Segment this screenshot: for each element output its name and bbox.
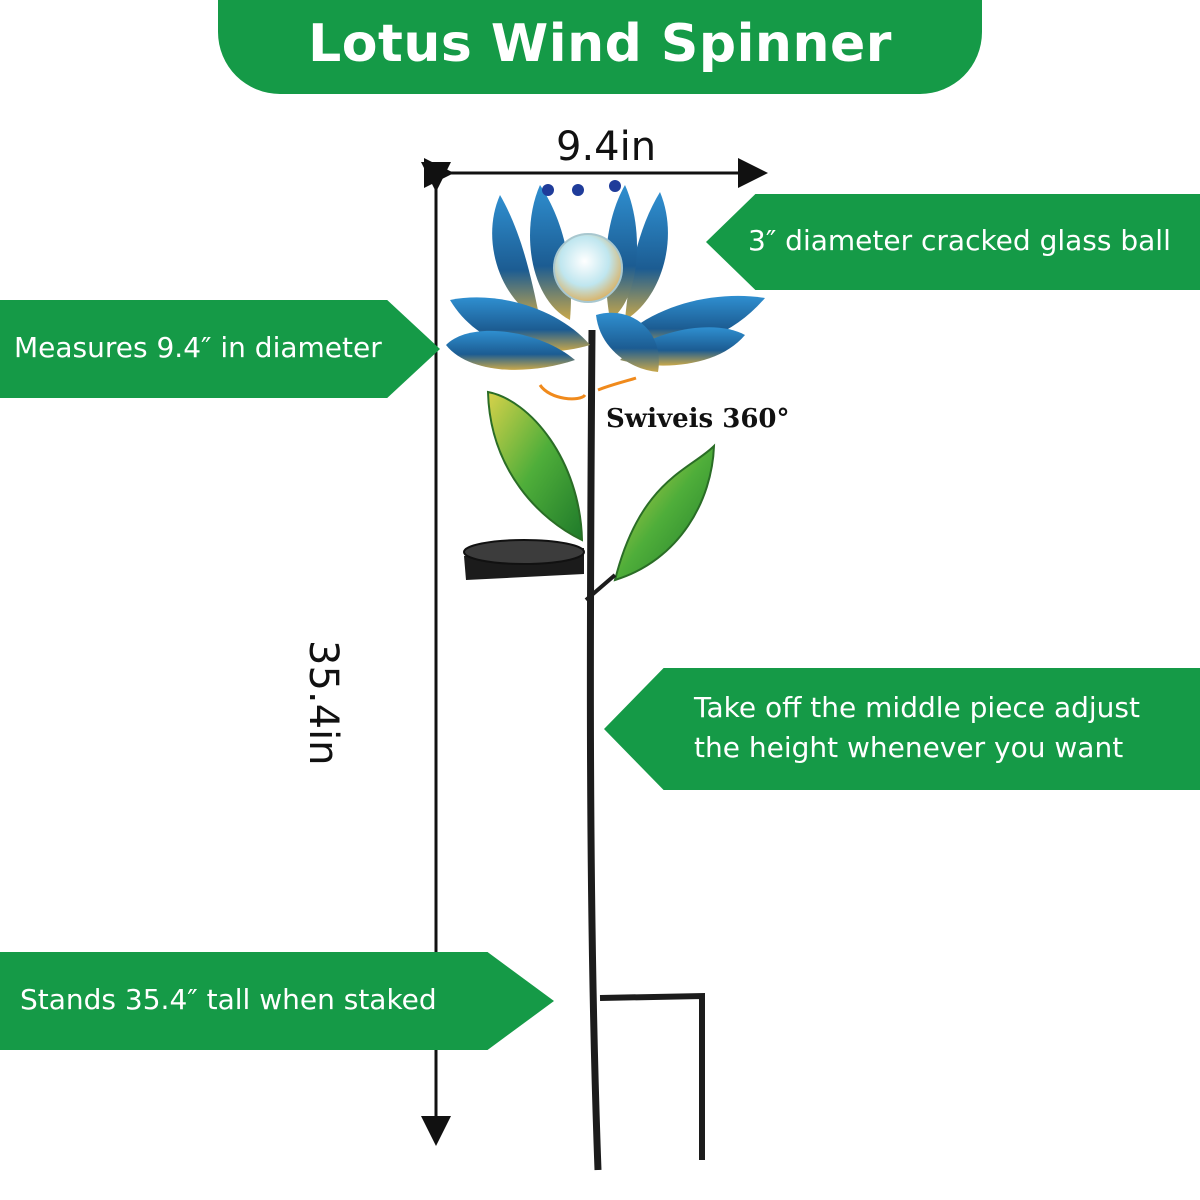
product-title: Lotus Wind Spinner	[308, 14, 892, 74]
callout-height: Stands 35.4″ tall when staked	[0, 952, 554, 1050]
stem	[586, 329, 602, 1171]
ground-stake	[599, 992, 705, 1160]
solar-panel	[463, 539, 585, 580]
lotus-flower	[446, 180, 765, 372]
width-label: 9.4in	[556, 124, 657, 170]
height-label: 35.4in	[300, 640, 346, 766]
leaf-left	[486, 390, 584, 542]
title-banner: Lotus Wind Spinner	[218, 0, 982, 94]
leaf-right	[613, 443, 716, 582]
callout-adjust-height: Take off the middle piece adjust the hei…	[604, 668, 1200, 790]
callout-glass-ball: 3″ diameter cracked glass ball	[706, 194, 1200, 290]
swivel-arrow-icon	[538, 384, 587, 401]
glass-ball	[553, 233, 623, 303]
callout-diameter: Measures 9.4″ in diameter	[0, 300, 440, 398]
swivel-label: Swiveis 360°	[606, 404, 790, 434]
